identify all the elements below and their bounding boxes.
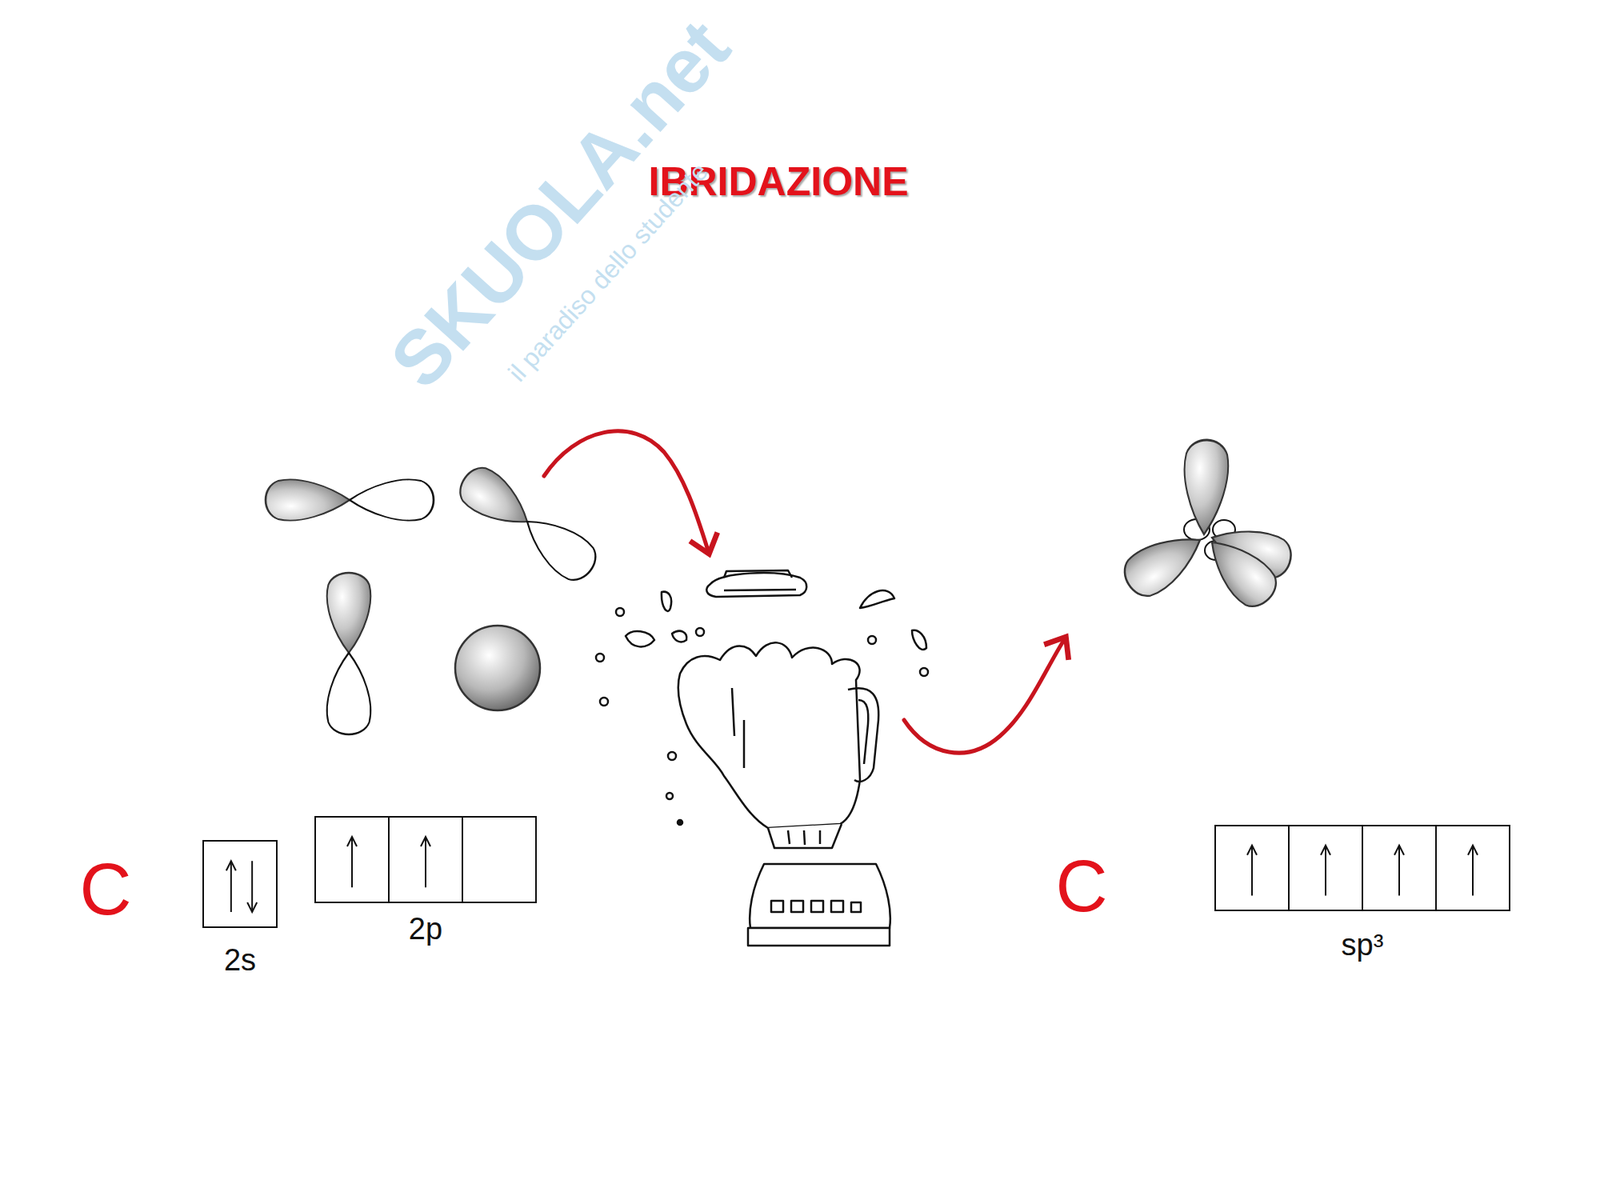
s-orbital bbox=[455, 625, 540, 711]
element-symbol: C bbox=[80, 853, 132, 926]
sp3-orbitals bbox=[1116, 439, 1296, 615]
electron-spin bbox=[389, 817, 465, 905]
electron-spin bbox=[1363, 826, 1439, 913]
p-orbital bbox=[327, 572, 372, 735]
orbital-cell bbox=[1435, 824, 1511, 912]
blender-drawing bbox=[596, 570, 928, 946]
orbital-label: 2p bbox=[314, 912, 537, 947]
electron-spin bbox=[1436, 826, 1512, 913]
orbital-cell bbox=[388, 816, 464, 904]
orbital-cell bbox=[461, 816, 537, 904]
element-symbol: C bbox=[1056, 850, 1108, 923]
orbital-cell bbox=[1214, 824, 1290, 912]
orbital-label: sp³ bbox=[1214, 928, 1511, 963]
orbital-cells bbox=[202, 840, 278, 928]
electron-spin bbox=[463, 817, 539, 905]
p-orbital bbox=[452, 460, 604, 588]
process-arrow bbox=[544, 431, 708, 551]
electron-spin bbox=[316, 817, 392, 905]
orbital-label: 2s bbox=[202, 944, 278, 978]
electron-spin bbox=[204, 841, 280, 930]
orbital-cells bbox=[1214, 824, 1511, 912]
orbital-cell bbox=[314, 816, 390, 904]
orbital-cell bbox=[1288, 824, 1364, 912]
orbital-box: sp³ bbox=[1214, 824, 1511, 963]
orbital-box: 2p bbox=[314, 816, 537, 947]
electron-spin bbox=[1289, 826, 1365, 913]
p-orbital bbox=[265, 479, 434, 520]
orbital-cells bbox=[314, 816, 537, 904]
orbital-cell bbox=[202, 840, 278, 928]
electron-spin bbox=[1216, 826, 1292, 913]
orbital-box: 2s bbox=[202, 840, 278, 978]
process-arrow bbox=[904, 640, 1064, 753]
orbital-cell bbox=[1361, 824, 1437, 912]
